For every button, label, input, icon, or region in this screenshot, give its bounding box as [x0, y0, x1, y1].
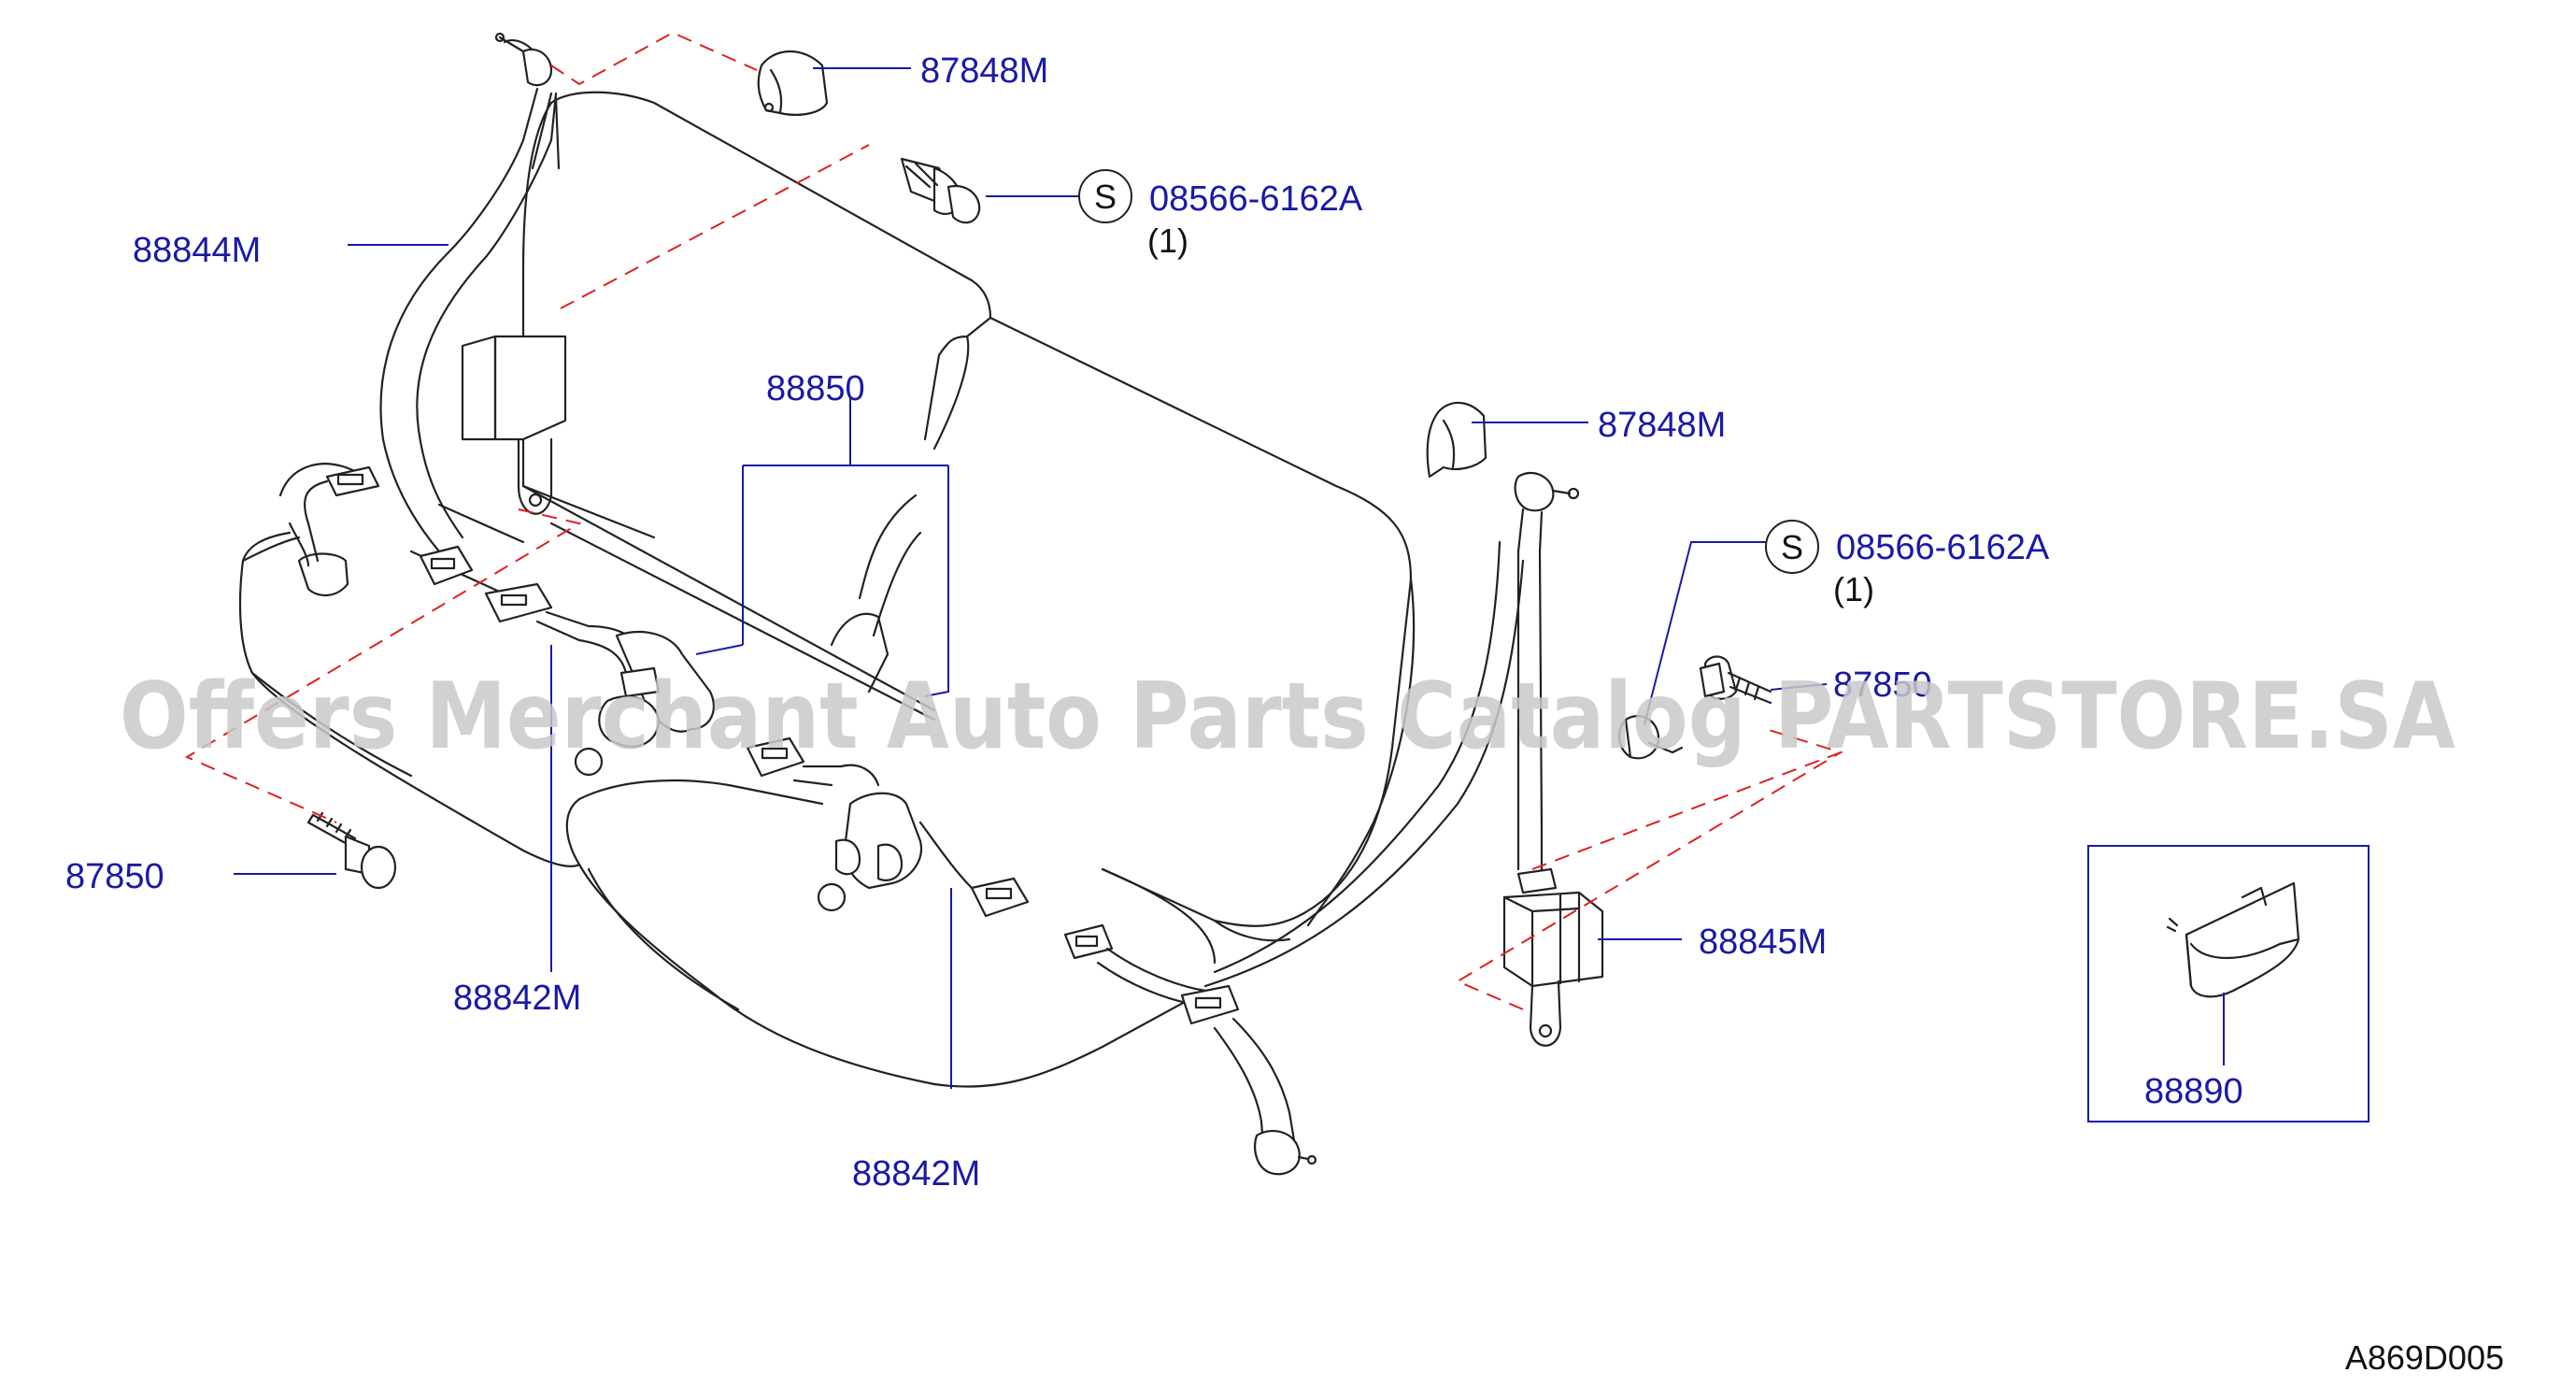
label-clip-top-qty: (1)	[1147, 222, 1188, 260]
label-clip-inset[interactable]: 88890	[2144, 1072, 2243, 1111]
bolt-left	[306, 811, 397, 890]
pillar-cover-right	[1426, 401, 1487, 479]
diagram-code: A869D005	[2345, 1338, 2504, 1377]
clip-top	[900, 157, 981, 224]
label-buckle-center[interactable]: 88842M	[852, 1154, 980, 1194]
label-pillar-cover-top[interactable]: 87848M	[920, 51, 1048, 91]
alignment-lines	[184, 31, 1844, 1010]
pillar-cover-top	[757, 50, 829, 116]
leader-lines	[234, 67, 1828, 1089]
standard-part-symbol-right: S	[1765, 520, 1819, 574]
standard-part-symbol-top: S	[1078, 169, 1132, 223]
label-pillar-cover-right[interactable]: 87848M	[1598, 406, 1726, 445]
label-bolt-right[interactable]: 87850	[1833, 665, 1932, 705]
right-lap-belt	[1063, 540, 1525, 1176]
retractor	[1502, 830, 1604, 1047]
label-front-belt-left[interactable]: 88844M	[133, 231, 261, 270]
bolt-right	[1699, 655, 1772, 705]
watermark-text: Offers Merchant Auto Parts Catalog PARTS…	[120, 664, 2455, 770]
seat-back-outline	[923, 316, 1416, 942]
label-bolt-left[interactable]: 87850	[65, 857, 164, 896]
label-clip-right[interactable]: 08566-6162A	[1836, 528, 2050, 567]
label-clip-right-qty: (1)	[1833, 570, 1874, 608]
center-buckle	[817, 792, 1030, 918]
svg-text:S: S	[1094, 178, 1117, 216]
label-buckle-left[interactable]: 88842M	[453, 979, 581, 1018]
label-clip-top[interactable]: 08566-6162A	[1149, 179, 1363, 219]
label-retractor[interactable]: 88845M	[1699, 922, 1827, 962]
left-shoulder-belt	[379, 32, 567, 586]
svg-text:S: S	[1781, 528, 1803, 566]
inset-box	[2087, 845, 2370, 1122]
seat-cushion-outline	[238, 531, 1217, 1088]
clip-right	[1618, 714, 1684, 760]
left-lap-belt	[278, 463, 380, 596]
right-upper-anchor	[1514, 471, 1580, 843]
center-belt	[484, 493, 922, 787]
label-center-belt[interactable]: 88850	[766, 369, 865, 408]
